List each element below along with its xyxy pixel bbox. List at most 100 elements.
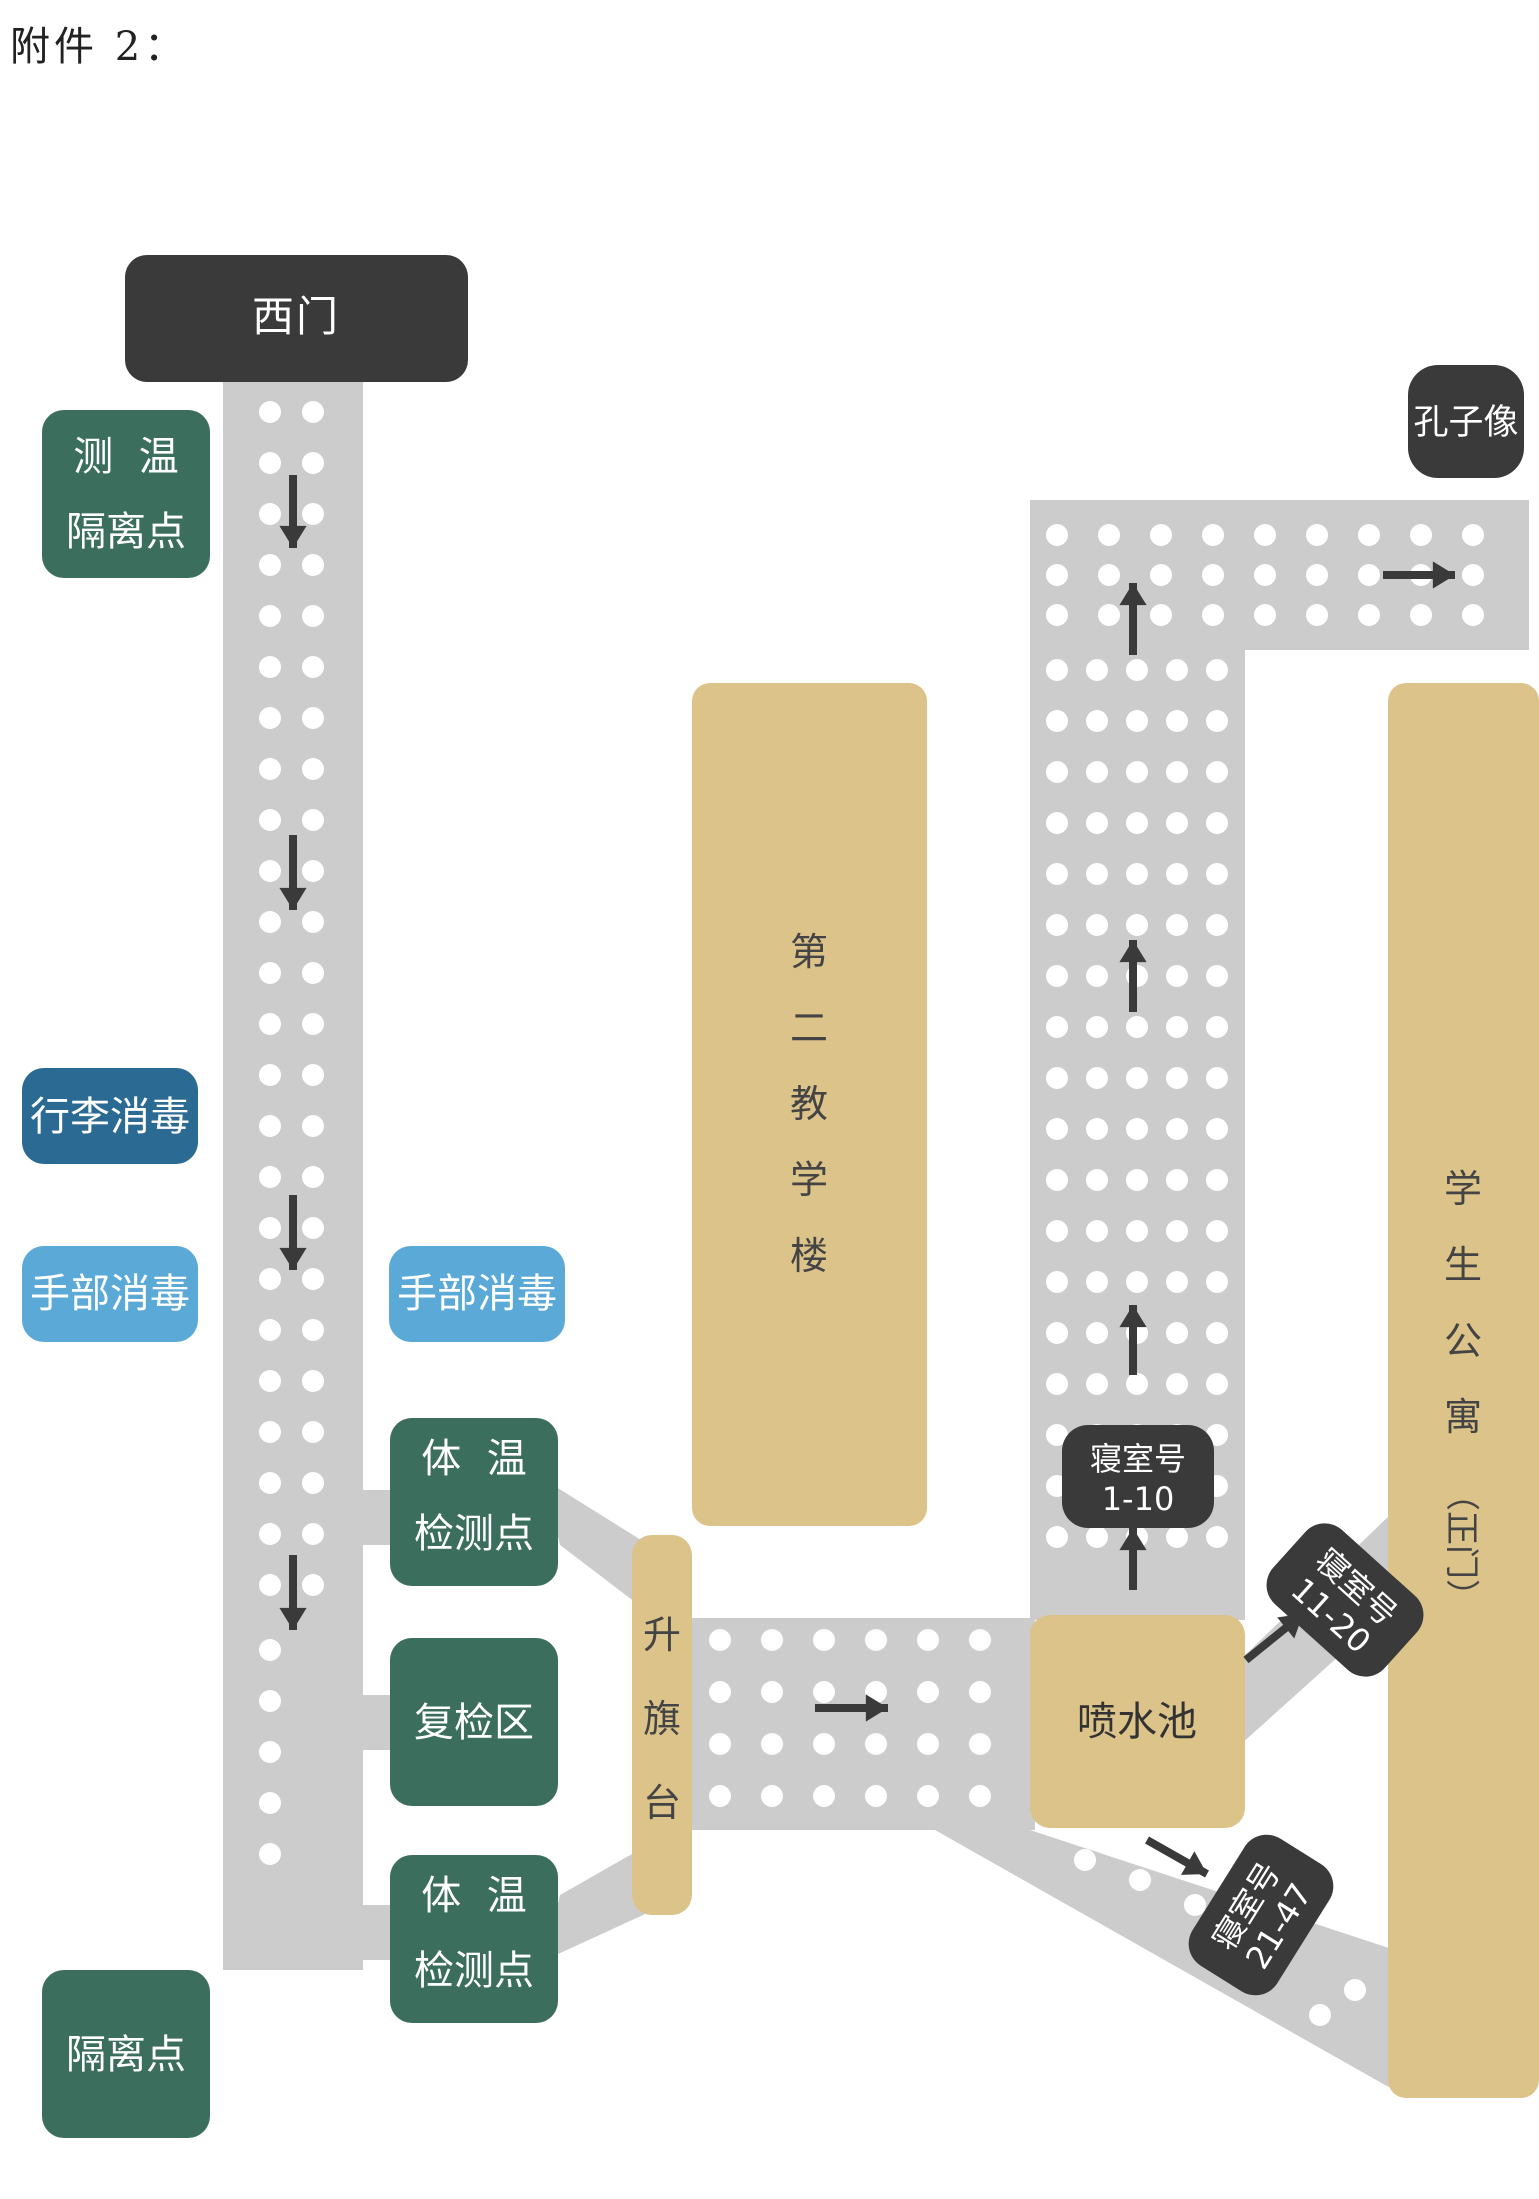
flow-arrow-icon bbox=[815, 1694, 888, 1722]
road-dot bbox=[1086, 1118, 1108, 1140]
flow-arrow-icon bbox=[1243, 1610, 1306, 1664]
road-dot bbox=[302, 503, 324, 525]
rooms-b-box bbox=[1266, 1523, 1424, 1677]
road-dot bbox=[302, 656, 324, 678]
road-dot bbox=[259, 1013, 281, 1035]
road-dot bbox=[259, 1319, 281, 1341]
road-dot bbox=[709, 1785, 731, 1807]
road-dot bbox=[1086, 1169, 1108, 1191]
road-dot bbox=[259, 1268, 281, 1290]
road-dot bbox=[259, 1421, 281, 1443]
road-dot bbox=[1166, 710, 1188, 732]
road-dot bbox=[1046, 1169, 1068, 1191]
road-dot bbox=[259, 707, 281, 729]
road-dot bbox=[1166, 1118, 1188, 1140]
road-dot bbox=[1206, 659, 1228, 681]
road-dot bbox=[1086, 710, 1108, 732]
road-dot bbox=[1086, 812, 1108, 834]
road-dot bbox=[1126, 1220, 1148, 1242]
road-dot bbox=[917, 1733, 939, 1755]
road-dot bbox=[1126, 1067, 1148, 1089]
road-dot bbox=[709, 1733, 731, 1755]
road-dot bbox=[1086, 1526, 1108, 1548]
flow-arrow-icon bbox=[1145, 1836, 1209, 1878]
road-dot bbox=[259, 758, 281, 780]
road-dot bbox=[1462, 524, 1484, 546]
road-dot bbox=[1166, 914, 1188, 936]
rooms-c-box bbox=[1188, 1834, 1334, 1996]
road-dot bbox=[259, 1574, 281, 1596]
road-dot bbox=[1046, 659, 1068, 681]
road-dot bbox=[1206, 965, 1228, 987]
road-dot bbox=[1344, 1979, 1366, 2001]
west-gate-box bbox=[125, 255, 468, 382]
road-dot bbox=[1166, 1016, 1188, 1038]
road-dot bbox=[1410, 604, 1432, 626]
road-dot bbox=[1086, 863, 1108, 885]
road-dot bbox=[1046, 812, 1068, 834]
flow-arrow-icon bbox=[279, 1195, 307, 1270]
road-dot bbox=[1046, 1118, 1068, 1140]
road-dot bbox=[259, 1217, 281, 1239]
road-dot bbox=[969, 1733, 991, 1755]
road-dot bbox=[259, 860, 281, 882]
road-dot bbox=[813, 1681, 835, 1703]
road-dot bbox=[1086, 1271, 1108, 1293]
road-dot bbox=[1206, 1322, 1228, 1344]
temp-check-1-label-1: 体 温 bbox=[421, 1436, 526, 1482]
road-dot bbox=[1126, 1271, 1148, 1293]
road-dot bbox=[302, 1319, 324, 1341]
road-dot bbox=[259, 1792, 281, 1814]
road-dot bbox=[1046, 914, 1068, 936]
road-dot bbox=[1306, 524, 1328, 546]
road-dot bbox=[1046, 1424, 1068, 1446]
road-dot bbox=[1126, 1373, 1148, 1395]
road-dot bbox=[1206, 1373, 1228, 1395]
road-dot bbox=[302, 1574, 324, 1596]
road-dot bbox=[1150, 564, 1172, 586]
road-dot bbox=[302, 1064, 324, 1086]
temp-isolation-label-2: 隔离点 bbox=[66, 509, 186, 555]
road-dot bbox=[1126, 659, 1148, 681]
road-dot bbox=[1126, 863, 1148, 885]
flow-arrow-icon bbox=[1119, 940, 1147, 1012]
road-dot bbox=[1046, 1067, 1068, 1089]
road-dot bbox=[1126, 761, 1148, 783]
road-dot bbox=[1086, 1322, 1108, 1344]
road-dot bbox=[969, 1629, 991, 1651]
road-dot bbox=[1206, 863, 1228, 885]
road-connector-recheck bbox=[363, 1695, 393, 1750]
road-dot bbox=[761, 1629, 783, 1651]
road-dot bbox=[865, 1629, 887, 1651]
road-dot bbox=[259, 911, 281, 933]
road-dot bbox=[259, 1472, 281, 1494]
fountain-block bbox=[1030, 1615, 1245, 1828]
road-dot bbox=[917, 1629, 939, 1651]
road-dot bbox=[1206, 1220, 1228, 1242]
road-dot bbox=[1046, 1322, 1068, 1344]
dormitory-building-block bbox=[1388, 683, 1539, 2098]
road-dot bbox=[1206, 761, 1228, 783]
road-dot bbox=[1150, 604, 1172, 626]
road-dot bbox=[302, 1217, 324, 1239]
teaching-building-label: 第二教学楼 bbox=[790, 930, 828, 1278]
road-dot bbox=[1166, 1322, 1188, 1344]
road-dot bbox=[1129, 1869, 1151, 1891]
road-dot bbox=[1126, 1118, 1148, 1140]
hand-left-box bbox=[22, 1246, 198, 1342]
road-west-vertical bbox=[223, 380, 363, 1970]
road-dot bbox=[1086, 1373, 1108, 1395]
road-dot bbox=[259, 554, 281, 576]
road-dot bbox=[813, 1733, 835, 1755]
road-dot bbox=[259, 1741, 281, 1763]
road-dots bbox=[259, 401, 1484, 2026]
road-dot bbox=[302, 1421, 324, 1443]
flag-label: 升旗台 bbox=[643, 1613, 681, 1825]
road-dot bbox=[259, 656, 281, 678]
temp-check-1-box bbox=[390, 1418, 558, 1586]
road-dot bbox=[1046, 1373, 1068, 1395]
road-dot bbox=[302, 1268, 324, 1290]
road-dot bbox=[1046, 524, 1068, 546]
road-dot bbox=[1166, 1271, 1188, 1293]
road-dot bbox=[761, 1681, 783, 1703]
